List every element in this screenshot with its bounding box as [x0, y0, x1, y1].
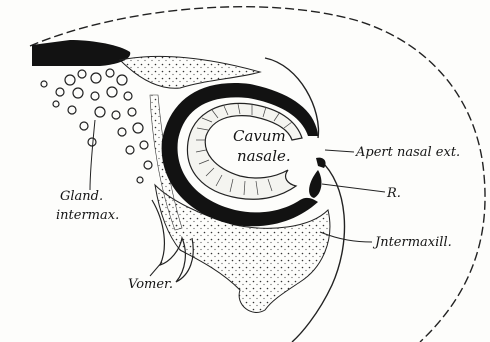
glandular-lobules	[41, 69, 152, 183]
label-apert-nasal-ext: Apert nasal ext.	[356, 146, 460, 159]
label-nasale: nasale.	[237, 149, 291, 164]
label-intermax: intermax.	[56, 209, 119, 222]
label-r: R.	[387, 187, 401, 200]
black-bar	[32, 40, 130, 66]
label-gland: Gland.	[60, 190, 103, 203]
nasal-aperture-flap	[316, 158, 326, 168]
label-cavum: Cavum	[233, 129, 286, 144]
nodule-r	[309, 170, 321, 198]
label-intermaxill: Jntermaxill.	[375, 236, 452, 249]
label-vomer: Vomer.	[128, 278, 173, 291]
